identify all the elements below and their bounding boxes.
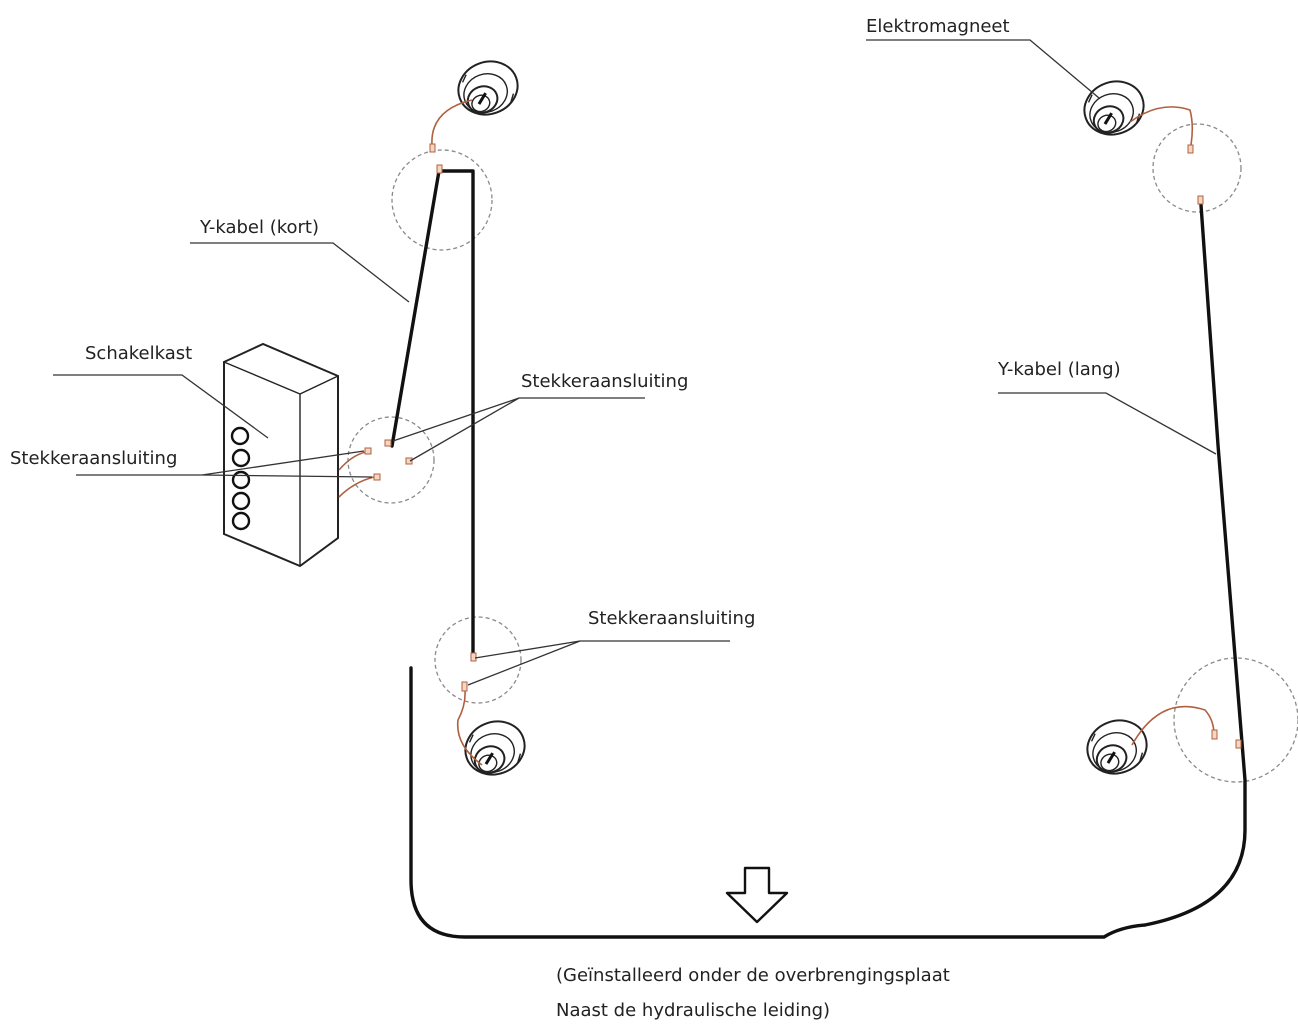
magnet-wire (1131, 705, 1215, 746)
caption-line-2: Naast de hydraulische leiding) (556, 1000, 830, 1021)
plug (384, 439, 392, 447)
label-y-kabel-lang: Y-kabel (lang) (997, 359, 1121, 380)
plug (461, 681, 468, 692)
leader-stekker-top (392, 397, 645, 462)
leader-y-kabel-kort (190, 242, 410, 303)
magnet-wire (431, 99, 473, 146)
plug (429, 143, 436, 153)
plug (364, 447, 372, 455)
caption-line-1: (Geïnstalleerd onder de overbrengingspla… (556, 965, 950, 986)
electromagnet-icon (449, 51, 527, 125)
plug (1187, 144, 1194, 154)
leader-elektromagneet (866, 39, 1100, 99)
magnet-wire (1129, 106, 1194, 146)
plug (373, 473, 381, 481)
electromagnet-icon (456, 711, 534, 785)
connector-zone-bottom-left (434, 616, 522, 704)
down-arrow-icon (725, 866, 789, 924)
control-box-icon (223, 342, 339, 568)
leader-stekker-left (76, 450, 373, 478)
leader-stekker-bottom (467, 640, 730, 686)
plug (436, 164, 443, 174)
plug (1211, 729, 1218, 740)
electromagnet-icon (1078, 710, 1156, 784)
label-stekker-bottom: Stekkeraansluiting (588, 608, 755, 629)
label-elektromagneet: Elektromagneet (866, 16, 1010, 37)
label-schakelkast: Schakelkast (85, 343, 192, 364)
leader-schakelkast (53, 374, 269, 439)
plug (1235, 739, 1242, 749)
label-y-kabel-kort: Y-kabel (kort) (199, 217, 319, 238)
y-cable-short (390, 169, 475, 658)
label-stekker-top: Stekkeraansluiting (521, 371, 688, 392)
magnet-wire (456, 689, 483, 766)
plug (470, 652, 477, 662)
electromagnet-icon (1075, 71, 1153, 145)
connector-zone-top-right (1152, 123, 1242, 213)
plug (1197, 195, 1204, 205)
y-cable-long (409, 203, 1247, 939)
label-stekker-left: Stekkeraansluiting (10, 448, 177, 469)
leader-y-kabel-lang (998, 392, 1217, 455)
plug (405, 457, 413, 465)
control-box-wire (338, 476, 375, 498)
connector-zone-control-box (347, 416, 435, 504)
connector-zone-top-left (391, 149, 493, 251)
control-box-wire (338, 451, 367, 471)
